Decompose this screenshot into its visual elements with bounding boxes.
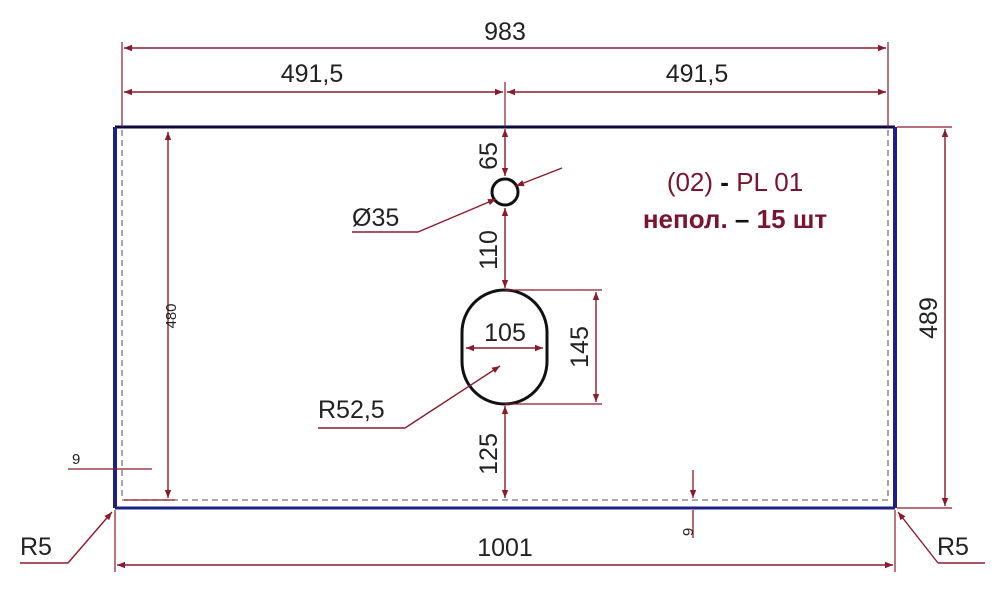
edge-offset-left-label: 9: [72, 451, 80, 468]
bottom-width-label: 1001: [477, 534, 533, 562]
dimension-left-height: 480: [124, 132, 180, 501]
dimension-bottom-width: 1001: [114, 510, 896, 572]
oval-width-label: 105: [484, 319, 526, 347]
hole-circle: [490, 177, 520, 207]
dimension-overall-width: 983: [121, 18, 889, 127]
panel-outline: [113, 125, 897, 510]
right-height-label: 489: [915, 297, 943, 339]
part-note: (02) - PL 01 непол. – 15 шт: [643, 167, 828, 234]
dimension-edge-offset-left: 9: [68, 451, 152, 470]
corner-right-label: R5: [937, 533, 969, 561]
corner-radius-left: R5: [20, 511, 113, 564]
edge-offset-bottom-label: 9: [680, 528, 697, 536]
hole-cutout: Ø35: [352, 167, 563, 233]
right-half-label: 491,5: [666, 60, 729, 88]
hole-to-oval-label: 110: [475, 230, 503, 270]
center-dimension-chain: 65 110 125: [475, 82, 509, 498]
corner-left-label: R5: [20, 533, 52, 561]
dimension-halves: 491,5 491,5: [124, 60, 886, 96]
quantity-dash: –: [735, 204, 749, 234]
dimension-right-height: 489: [897, 126, 952, 509]
left-half-label: 491,5: [281, 60, 344, 88]
part-code: PL 01: [736, 167, 803, 197]
hole-diameter-label: Ø35: [352, 204, 399, 232]
oval-cutout: 105 145 R52,5: [318, 288, 602, 429]
quantity-value: 15 шт: [757, 204, 828, 234]
part-code-prefix: (02): [667, 167, 713, 197]
corner-radius-right: R5: [897, 511, 985, 564]
part-code-dash: -: [720, 167, 729, 197]
hole-top-offset-label: 65: [475, 142, 503, 170]
overall-width-label: 983: [484, 18, 526, 46]
oval-height-label: 145: [566, 326, 594, 368]
edge-label: непол.: [643, 204, 728, 234]
left-height-label: 480: [163, 303, 180, 328]
dimension-edge-offset-bottom: 9: [680, 470, 697, 538]
quantity-line: непол. – 15 шт: [643, 204, 828, 234]
oval-shape: [460, 288, 549, 406]
oval-bottom-offset-label: 125: [475, 433, 503, 475]
part-code-line: (02) - PL 01: [667, 167, 803, 197]
oval-radius-label: R52,5: [318, 396, 385, 424]
